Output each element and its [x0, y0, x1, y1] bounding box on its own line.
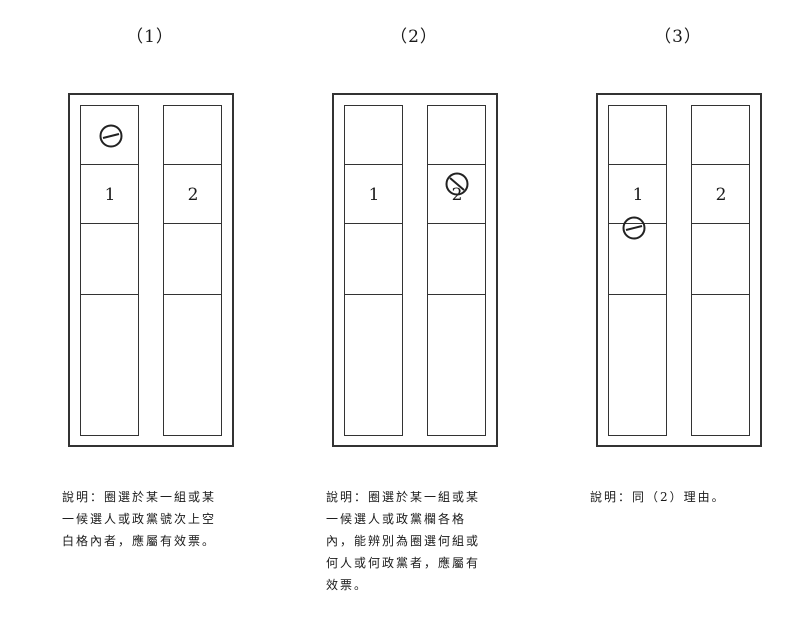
- row-divider: [609, 164, 666, 165]
- row-divider: [609, 294, 666, 295]
- row-divider: [81, 164, 138, 165]
- panel-3-label: （3）: [654, 27, 702, 47]
- panel-2-label: （2）: [390, 27, 438, 47]
- panel-1-label: （1）: [126, 27, 174, 47]
- ballot-1: 1 2: [68, 93, 234, 447]
- panel-2-note: 說明：圈選於某一組或某 一候選人或政黨欄各格 內，能辨別為圈選何組或 何人或何政…: [326, 490, 481, 592]
- candidate-number-1: 1: [368, 185, 380, 205]
- row-divider: [81, 223, 138, 224]
- circle-slash-stamp-icon: [445, 172, 469, 196]
- row-divider: [164, 294, 221, 295]
- row-divider: [428, 164, 485, 165]
- ballot-3-column-1: 1: [608, 105, 667, 436]
- circle-slash-stamp-icon: [622, 216, 646, 240]
- panel-3-note: 說明：同（2）理由。: [590, 490, 726, 504]
- row-divider: [692, 164, 749, 165]
- ballot-1-column-2: 2: [163, 105, 222, 436]
- candidate-number-2: 2: [187, 185, 199, 205]
- candidate-number-2: 2: [715, 185, 727, 205]
- ballot-2-column-2: 2: [427, 105, 486, 436]
- row-divider: [428, 294, 485, 295]
- ballot-2: 1 2: [332, 93, 498, 447]
- row-divider: [345, 164, 402, 165]
- panel-1-note: 說明：圈選於某一組或某 一候選人或政黨號次上空 白格內者，應屬有效票。: [62, 490, 217, 548]
- row-divider: [692, 294, 749, 295]
- row-divider: [345, 223, 402, 224]
- row-divider: [345, 294, 402, 295]
- row-divider: [428, 223, 485, 224]
- row-divider: [609, 223, 666, 224]
- row-divider: [692, 223, 749, 224]
- ballot-3: 1 2: [596, 93, 762, 447]
- candidate-number-1: 1: [632, 185, 644, 205]
- row-divider: [164, 223, 221, 224]
- candidate-number-1: 1: [104, 185, 116, 205]
- row-divider: [164, 164, 221, 165]
- ballot-2-column-1: 1: [344, 105, 403, 436]
- circle-slash-stamp-icon: [99, 124, 123, 148]
- row-divider: [81, 294, 138, 295]
- ballot-1-column-1: 1: [80, 105, 139, 436]
- ballot-3-column-2: 2: [691, 105, 750, 436]
